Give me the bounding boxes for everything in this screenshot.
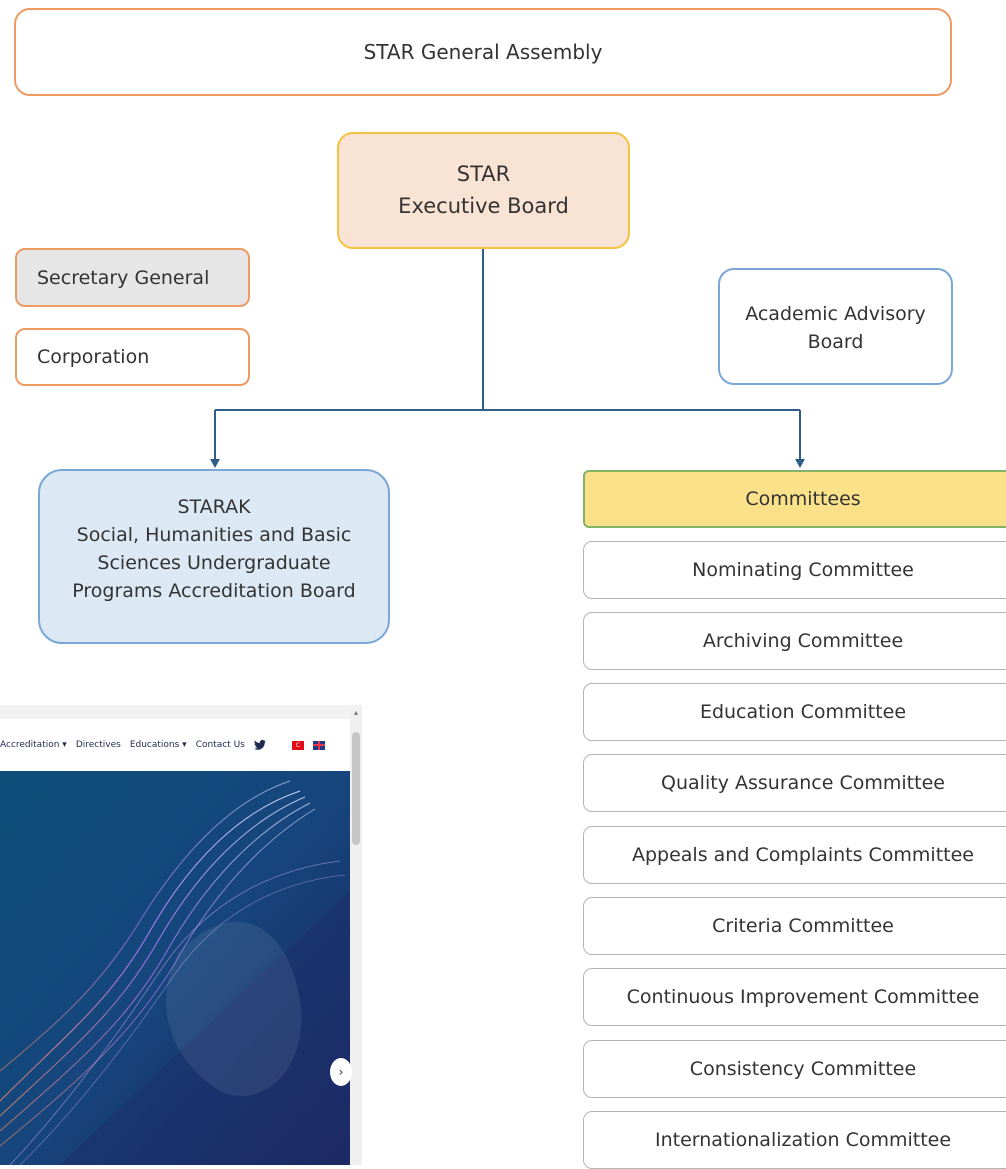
website-screenshot: Accreditation ▾ Directives Educations ▾ … [0, 705, 362, 1165]
nav-educations[interactable]: Educations ▾ [129, 740, 187, 750]
committee-item: Internationalization Committee [583, 1111, 1006, 1169]
nav-directives[interactable]: Directives [75, 740, 121, 750]
scrollbar-thumb[interactable] [352, 732, 360, 845]
executive-board-box: STAR Executive Board [337, 132, 630, 249]
starak-line3: Sciences Undergraduate [97, 552, 331, 574]
starak-line4: Programs Accreditation Board [72, 580, 356, 602]
secretary-general-box: Secretary General [15, 248, 250, 307]
nav-accreditation[interactable]: Accreditation ▾ [0, 740, 67, 750]
committee-item: Archiving Committee [583, 612, 1006, 670]
scroll-up-icon[interactable]: ▴ [353, 708, 358, 717]
committee-item: Nominating Committee [583, 541, 1006, 599]
committee-label: Archiving Committee [702, 630, 904, 652]
committee-item: Education Committee [583, 683, 1006, 741]
committee-item: Continuous Improvement Committee [583, 968, 1006, 1026]
uk-flag-icon[interactable] [312, 740, 325, 750]
executive-board-line2: Executive Board [398, 194, 569, 218]
site-navbar: Accreditation ▾ Directives Educations ▾ … [0, 719, 350, 771]
arrowhead-committees [795, 459, 805, 468]
browser-top-bar [0, 705, 350, 719]
academic-advisory-line1: Academic Advisory [745, 303, 926, 325]
corporation-box: Corporation [15, 328, 250, 386]
committee-label: Quality Assurance Committee [661, 772, 945, 794]
committees-header-box: Committees [583, 470, 1006, 528]
committees-header-label: Committees [745, 488, 861, 510]
committee-item: Consistency Committee [583, 1040, 1006, 1098]
corporation-label: Corporation [37, 346, 150, 368]
committee-item: Criteria Committee [583, 897, 1006, 955]
committee-item: Quality Assurance Committee [583, 754, 1006, 812]
academic-advisory-line2: Board [807, 331, 864, 353]
committee-label: Nominating Committee [692, 559, 914, 581]
hero-banner [0, 771, 350, 1165]
starak-line1: STARAK [177, 496, 251, 518]
starak-line2: Social, Humanities and Basic [76, 524, 352, 546]
starak-box: STARAK Social, Humanities and Basic Scie… [38, 469, 390, 644]
academic-advisory-board-box: Academic Advisory Board [718, 268, 953, 385]
committee-label: Criteria Committee [712, 915, 894, 937]
committee-label: Internationalization Committee [654, 1129, 952, 1151]
secretary-general-label: Secretary General [37, 266, 210, 289]
hero-wave-graphic [0, 771, 350, 1165]
committee-label: Education Committee [699, 701, 907, 723]
executive-board-line1: STAR [456, 162, 511, 186]
arrowhead-starak [210, 459, 220, 468]
general-assembly-box: STAR General Assembly [14, 8, 952, 96]
twitter-icon[interactable] [253, 740, 266, 750]
carousel-next-button[interactable]: › [330, 1058, 352, 1086]
nav-contact-us[interactable]: Contact Us [195, 740, 245, 750]
committee-label: Appeals and Complaints Committee [631, 844, 974, 866]
committee-label: Continuous Improvement Committee [626, 986, 980, 1008]
committee-item: Appeals and Complaints Committee [583, 826, 1006, 884]
committee-label: Consistency Committee [689, 1058, 917, 1080]
general-assembly-label: STAR General Assembly [363, 40, 603, 64]
turkish-flag-icon[interactable]: C [291, 740, 304, 750]
